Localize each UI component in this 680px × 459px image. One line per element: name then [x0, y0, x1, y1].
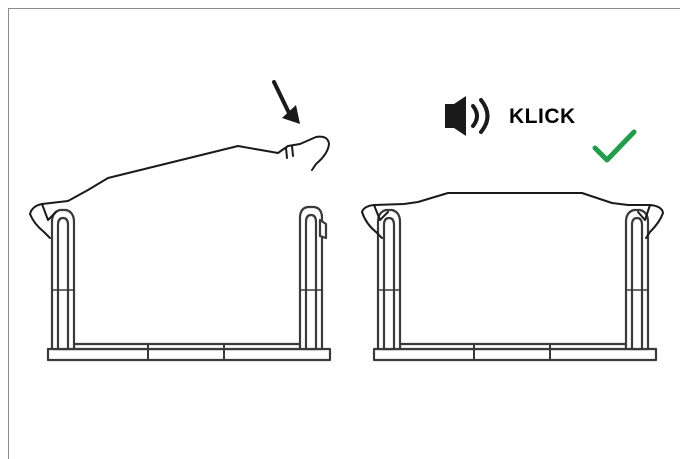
trunking-base-left	[46, 347, 332, 362]
trunking-closed	[361, 192, 664, 362]
cover-lid-closed	[361, 192, 664, 239]
klick-sound-label: KLICK	[509, 105, 576, 128]
speaker-icon	[445, 96, 490, 136]
trunking-base-right	[372, 347, 658, 362]
trunking-open	[29, 135, 332, 362]
cover-lid-tilted	[29, 135, 330, 215]
checkmark-icon	[592, 129, 637, 163]
image-frame	[8, 8, 680, 459]
arrow-down-icon	[272, 80, 300, 124]
